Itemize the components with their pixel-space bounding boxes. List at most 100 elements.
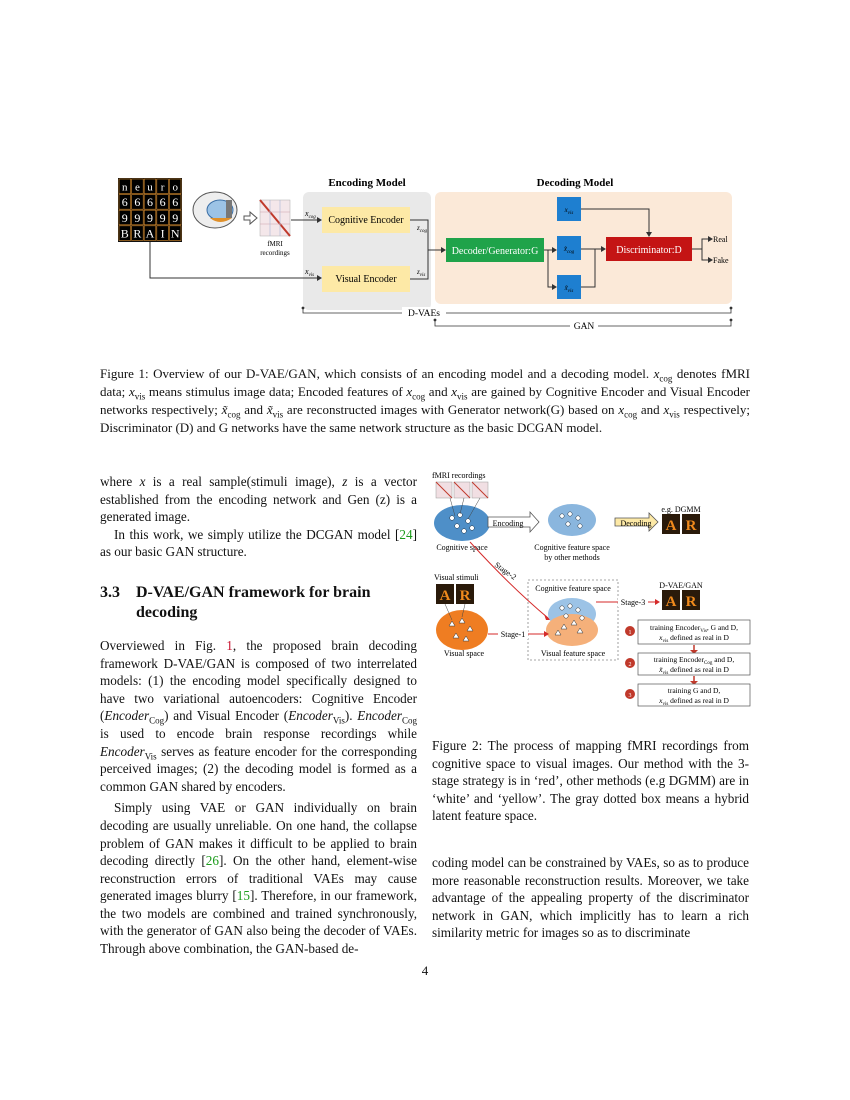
stimulus-cell [118,194,131,210]
figure-1-caption: Figure 1: Overview of our D-VAE/GAN, whi… [100,366,751,435]
stimulus-cell [169,209,182,226]
cognitive-feature-other-label: Cognitive feature space [534,543,610,552]
stimulus-cell [169,225,182,241]
svg-text:x̃cog: x̃cog [563,245,575,255]
cognitive-feature-space-label: Cognitive feature space [535,584,611,593]
stimulus-character: 9 [134,211,140,225]
stimulus-character: I [161,226,165,240]
citation-link[interactable]: 15 [236,888,250,904]
svg-text:A: A [666,518,677,534]
svg-text:training EncoderVis, G and D,: training EncoderVis, G and D, [650,623,738,634]
stimulus-character: r [161,182,165,194]
generator-box [446,238,544,262]
svg-text:training G and D,: training G and D, [668,686,721,695]
stimulus-cell [143,178,157,194]
visual-stimuli-label: Visual stimuli [434,573,479,582]
stimulus-cell [156,225,169,241]
stimulus-character: 6 [160,195,166,209]
cognitive-encoder-box [322,207,410,233]
citation-link[interactable]: 26 [205,853,219,869]
stimulus-cell [131,209,144,226]
fmri-thumbnails [435,481,489,499]
stage-1-label: Stage-1 [501,630,525,639]
citation-link[interactable]: 24 [399,526,413,542]
z-vis-label: zvis [416,268,425,278]
stimulus-cell [169,194,182,210]
svg-text:training EncoderCog and D,: training EncoderCog and D, [654,655,735,666]
svg-text:by other methods: by other methods [544,553,600,562]
svg-text:2: 2 [629,662,632,668]
paragraph-2: In this work, we simply utilize the DCGA… [100,526,417,560]
visual-encoder-box [322,266,410,292]
fmri-label-2: recordings [260,249,290,257]
stimulus-cell [131,225,144,241]
stimulus-character: 9 [147,211,153,225]
svg-text:A: A [666,594,677,610]
paragraph-3: Overviewed in Fig. 1, the proposed brain… [100,637,417,794]
brain-scanner-icon [192,191,238,229]
fake-label: Fake [713,256,729,265]
training-step-1: 1 training EncoderVis, G and D, xvis def… [625,619,751,645]
stimulus-cell [143,209,157,226]
dvaes-label: D-VAEs [408,309,440,319]
svg-text:1: 1 [629,630,632,636]
real-label: Real [713,235,728,244]
xt-vis-image-box [557,275,581,299]
stimulus-character: 6 [134,195,140,209]
discriminator-label: Discriminator:D [616,245,682,256]
stimulus-character: R [133,226,141,240]
left-column: where x is a real sample(stimuli image),… [100,473,417,958]
encoding-label: Encoding [493,519,524,528]
x-vis-label: xvis [304,267,314,278]
svg-text:x̃vis: x̃vis [564,284,574,294]
figure-2-diagram: fMRI recordings Cognitive space Encoding… [432,471,751,707]
visual-space-label: Visual space [444,649,485,658]
page-number: 4 [421,963,429,978]
svg-text:3: 3 [629,693,632,699]
right-column-paragraph: coding model can be constrained by VAEs,… [432,855,749,941]
stage-3-label: Stage-3 [621,598,645,607]
stimulus-cell [156,178,169,194]
stimulus-cell [143,194,157,210]
stimulus-character: 6 [147,195,153,209]
stimulus-character: 9 [172,211,178,225]
dgmm-output-images: A R [662,514,700,534]
stimulus-character: 9 [160,211,166,225]
stimulus-cell [118,209,131,226]
svg-text:A: A [440,588,451,604]
fmri-matrix-icon [259,199,291,237]
hollow-arrow-icon [243,210,258,226]
decoding-model-title: Decoding Model [537,177,614,189]
z-cog-label: zcog [416,224,427,234]
svg-text:xvis defined as real in D: xvis defined as real in D [658,633,729,644]
decoding-arrow [614,512,659,532]
figure-link[interactable]: 1 [226,637,233,653]
encoding-arrow [487,510,540,534]
x-vis-image-box [557,197,581,221]
stimulus-cell [156,209,169,226]
cognitive-encoder-label: Cognitive Encoder [328,215,404,226]
paragraph-1: where x is a real sample(stimuli image),… [100,474,417,525]
decoding-model-panel [435,192,732,304]
stimulus-character: A [146,226,155,240]
stimulus-character: e [135,182,140,194]
decoding-label: Decoding [620,519,651,528]
stimulus-character: u [147,182,153,194]
cognitive-space-label: Cognitive space [436,543,488,552]
visual-stimuli-images: A R [436,584,474,604]
svg-text:xvis: xvis [564,206,574,216]
dvaegan-output-images: A R [662,590,700,610]
svg-text:x̃vis defined as real in D: x̃vis defined as real in D [658,665,729,676]
encoding-model-title: Encoding Model [328,177,405,189]
training-step-2: 2 training EncoderCog and D, x̃vis defin… [625,652,751,676]
section-heading: 3.3 D-VAE/GAN framework for brain decodi… [100,583,371,621]
stimulus-cell [131,178,144,194]
visual-space-ellipse [436,610,488,650]
hybrid-vis-ellipse [546,614,598,646]
fmri-recordings-label: fMRI recordings [432,471,486,480]
stimulus-character: 6 [172,195,178,209]
svg-text:R: R [460,588,471,604]
stimulus-cell [118,178,131,194]
stimulus-character: 6 [122,195,128,209]
